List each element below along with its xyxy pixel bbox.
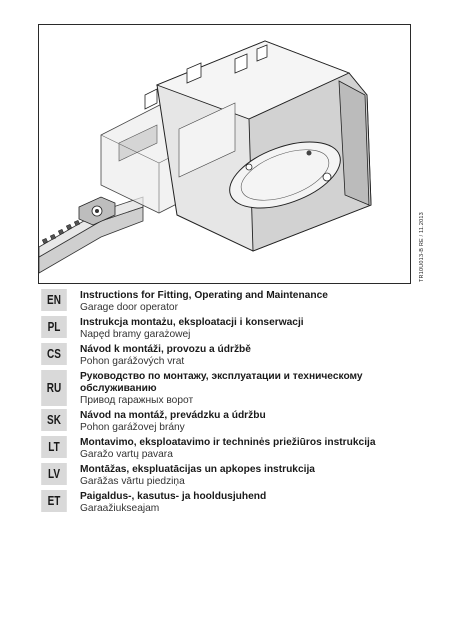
language-subtitle: Привод гаражных ворот (80, 395, 194, 406)
language-subtitle: Garaažiukseajam (80, 503, 160, 514)
language-subtitle: Pohon garážovej brány (80, 422, 185, 433)
language-code: EN (41, 289, 67, 311)
language-subtitle: Garāžas vārtu piedziņa (80, 476, 185, 487)
document-reference: TR10U013-B RE / 11.2013 (419, 212, 425, 282)
language-row-pl: PL Instrukcja montażu, eksploatacji i ko… (38, 316, 418, 341)
language-title: Montāžas, ekspluatācijas un apkopes inst… (80, 464, 315, 475)
language-title: Návod k montáži, provozu a údržbě (80, 344, 251, 355)
language-row-sk: SK Návod na montáž, prevádzku a údržbu P… (38, 409, 418, 434)
language-code: RU (41, 370, 67, 406)
product-illustration (38, 24, 411, 284)
language-list: EN Instructions for Fitting, Operating a… (38, 289, 418, 517)
language-subtitle: Pohon garážových vrat (80, 356, 185, 367)
language-title: Paigaldus-, kasutus- ja hooldusjuhend (80, 491, 267, 502)
language-code: LV (41, 463, 67, 485)
language-row-lv: LV Montāžas, ekspluatācijas un apkopes i… (38, 463, 418, 488)
language-title: Návod na montáž, prevádzku a údržbu (80, 410, 266, 421)
language-row-cs: CS Návod k montáži, provozu a údržbě Poh… (38, 343, 418, 368)
language-code: SK (41, 409, 67, 431)
language-subtitle: Napęd bramy garażowej (80, 329, 191, 340)
language-title: Руководство по монтажу, эксплуатации и т… (80, 371, 363, 394)
garage-door-operator-drawing (39, 40, 372, 274)
language-row-ru: RU Руководство по монтажу, эксплуатации … (38, 370, 418, 407)
language-title: Montavimo, eksploatavimo ir techninės pr… (80, 437, 376, 448)
language-title: Instrukcja montażu, eksploatacji i konse… (80, 317, 304, 328)
language-code: ET (41, 490, 67, 512)
language-row-en: EN Instructions for Fitting, Operating a… (38, 289, 418, 314)
language-subtitle: Garage door operator (80, 302, 178, 313)
language-code: PL (41, 316, 67, 338)
language-subtitle: Garažo vartų pavara (80, 449, 173, 460)
language-code: LT (41, 436, 67, 458)
language-row-et: ET Paigaldus-, kasutus- ja hooldusjuhend… (38, 490, 418, 515)
language-title: Instructions for Fitting, Operating and … (80, 290, 328, 301)
language-row-lt: LT Montavimo, eksploatavimo ir techninės… (38, 436, 418, 461)
language-code: CS (41, 343, 67, 365)
